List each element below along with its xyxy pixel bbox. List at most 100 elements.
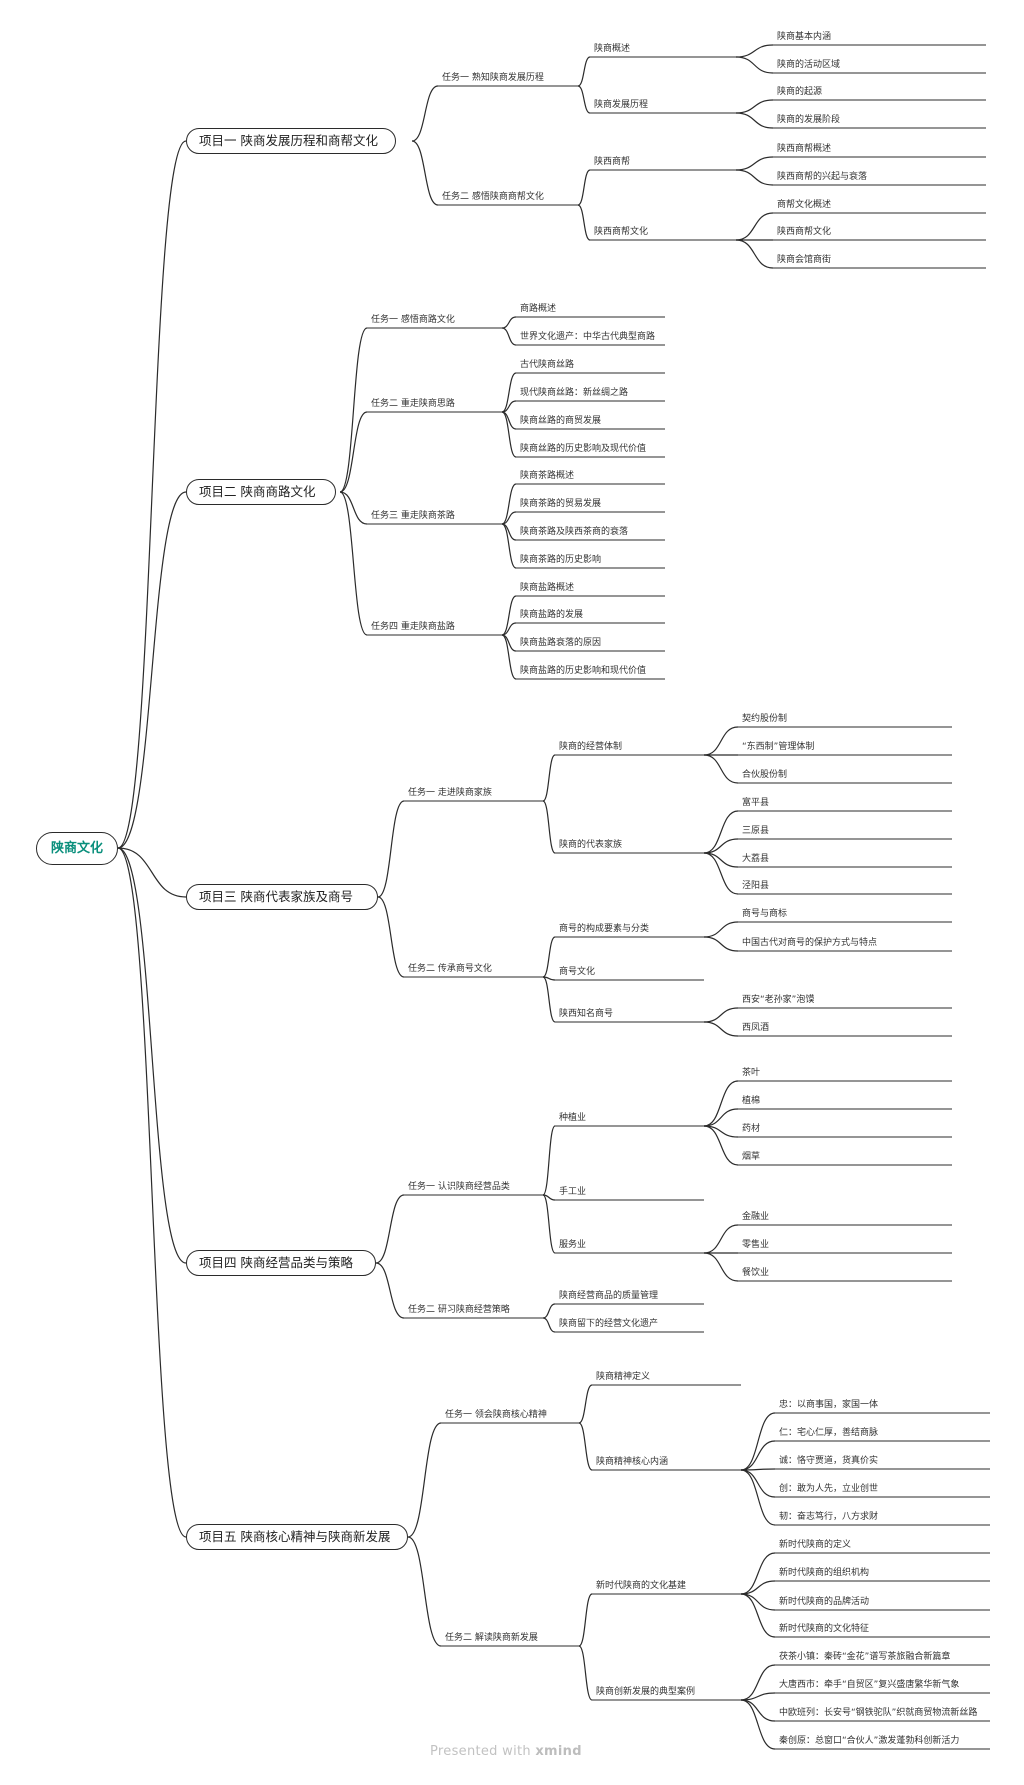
item-topic[interactable]: 陕商茶路及陕西茶商的衰落: [520, 527, 629, 537]
item-topic[interactable]: 服务业: [559, 1240, 587, 1250]
item-topic[interactable]: 种植业: [559, 1113, 587, 1123]
subitem-topic[interactable]: 忠：以商事国，家国一体: [779, 1400, 879, 1410]
subitem-topic[interactable]: 仁：宅心仁厚，善结商脉: [779, 1428, 879, 1438]
item-topic[interactable]: 陕西商帮: [594, 157, 631, 167]
subitem-topic[interactable]: 陕商的发展阶段: [777, 115, 841, 125]
subitem-topic[interactable]: 商帮文化概述: [777, 200, 832, 210]
item-topic[interactable]: 陕商丝路的历史影响及现代价值: [520, 444, 647, 454]
item-topic[interactable]: 陕商发展历程: [594, 100, 649, 110]
subitem-topic[interactable]: 大荔县: [742, 854, 770, 864]
item-topic[interactable]: 陕商的代表家族: [559, 840, 623, 850]
subitem-topic[interactable]: 中国古代对商号的保护方式与特点: [742, 938, 878, 948]
subitem-topic[interactable]: 中欧班列：长安号“钢铁驼队”织就商贸物流新丝路: [779, 1708, 978, 1718]
item-topic[interactable]: 陕商茶路的贸易发展: [520, 499, 602, 509]
item-topic[interactable]: 世界文化遗产：中华古代典型商路: [520, 332, 656, 342]
item-topic[interactable]: 陕商丝路的商贸发展: [520, 416, 602, 426]
subitem-topic[interactable]: 茯茶小镇：秦砖“金花”谱写茶旅融合新篇章: [779, 1652, 951, 1662]
task-to-item-connector: [501, 622, 517, 636]
subitem-topic[interactable]: 西凤酒: [742, 1023, 770, 1033]
task-to-item-connector: [542, 754, 556, 802]
item-topic[interactable]: 手工业: [559, 1187, 587, 1197]
subitem-topic[interactable]: 陕西商帮概述: [777, 144, 832, 154]
item-topic[interactable]: 陕商精神定义: [596, 1372, 651, 1382]
item-topic[interactable]: 陕商创新发展的典型案例: [596, 1687, 696, 1697]
project-1-topic[interactable]: 项目一 陕商发展历程和商帮文化: [186, 128, 396, 154]
subitem-topic[interactable]: 新时代陕商的组织机构: [779, 1568, 870, 1578]
item-topic[interactable]: 陕西商帮文化: [594, 227, 649, 237]
subitem-topic[interactable]: 餐饮业: [742, 1268, 770, 1278]
task-to-item-connector: [501, 372, 517, 413]
task-topic[interactable]: 任务三 重走陕商茶路: [371, 511, 455, 521]
subitem-topic[interactable]: 新时代陕商的文化特征: [779, 1624, 870, 1634]
project-5-topic[interactable]: 项目五 陕商核心精神与陕商新发展: [186, 1524, 408, 1550]
subitem-topic[interactable]: 契约股份制: [742, 714, 788, 724]
subitem-topic[interactable]: 新时代陕商的定义: [779, 1540, 852, 1550]
item-topic[interactable]: 陕商茶路概述: [520, 471, 575, 481]
subitem-topic[interactable]: 零售业: [742, 1240, 770, 1250]
item-topic[interactable]: 陕商盐路概述: [520, 583, 575, 593]
root-topic[interactable]: 陕商文化: [36, 832, 118, 865]
subitem-topic[interactable]: 西安“老孙家”泡馍: [742, 995, 815, 1005]
item-to-subitem-connector: [735, 44, 774, 58]
item-topic[interactable]: 陕商经营商品的质量管理: [559, 1291, 659, 1301]
subitem-topic[interactable]: 大唐西市：牵手“自贸区”复兴盛唐繁华新气象: [779, 1680, 960, 1690]
item-topic[interactable]: 商号的构成要素与分类: [559, 924, 650, 934]
item-topic[interactable]: 商路概述: [520, 304, 557, 314]
project-to-task-connector: [375, 1194, 405, 1264]
item-topic[interactable]: 古代陕商丝路: [520, 360, 575, 370]
subitem-topic[interactable]: 茶叶: [742, 1068, 761, 1078]
subitem-topic[interactable]: 陕商的活动区域: [777, 60, 841, 70]
item-topic[interactable]: 陕商概述: [594, 44, 631, 54]
subitem-topic[interactable]: 创：敢为人先，立业创世: [779, 1484, 879, 1494]
task-topic[interactable]: 任务一 认识陕商经营品类: [408, 1182, 510, 1192]
task-topic[interactable]: 任务一 熟知陕商发展历程: [442, 73, 544, 83]
subitem-topic[interactable]: 烟草: [742, 1152, 761, 1162]
subitem-topic[interactable]: 药材: [742, 1124, 761, 1134]
item-topic[interactable]: 陕西知名商号: [559, 1009, 614, 1019]
subitem-topic[interactable]: “东西制”管理体制: [742, 742, 815, 752]
task-topic[interactable]: 任务一 感悟商路文化: [371, 315, 455, 325]
subitem-topic[interactable]: 陕商会馆商街: [777, 255, 832, 265]
item-topic[interactable]: 陕商盐路的发展: [520, 610, 584, 620]
root-to-project-connector: [117, 847, 187, 898]
project-3-topic[interactable]: 项目三 陕商代表家族及商号: [186, 884, 378, 910]
subitem-topic[interactable]: 金融业: [742, 1212, 770, 1222]
item-topic[interactable]: 陕商留下的经营文化遗产: [559, 1319, 659, 1329]
project-4-topic[interactable]: 项目四 陕商经营品类与策略: [186, 1250, 376, 1276]
subitem-topic[interactable]: 商号与商标: [742, 909, 788, 919]
item-topic[interactable]: 陕商盐路的历史影响和现代价值: [520, 666, 647, 676]
task-topic[interactable]: 任务四 重走陕商盐路: [371, 622, 455, 632]
item-topic[interactable]: 新时代陕商的文化基建: [596, 1581, 687, 1591]
subitem-topic[interactable]: 韧：奋志笃行，八方求财: [779, 1512, 879, 1522]
subitem-topic[interactable]: 陕商基本内涵: [777, 32, 832, 42]
item-topic[interactable]: 现代陕商丝路：新丝绸之路: [520, 388, 629, 398]
task-topic[interactable]: 任务二 传承商号文化: [408, 964, 492, 974]
subitem-topic[interactable]: 陕西商帮文化: [777, 227, 832, 237]
item-topic[interactable]: 陕商的经营体制: [559, 742, 623, 752]
item-topic[interactable]: 陕商盐路衰落的原因: [520, 638, 602, 648]
item-topic[interactable]: 陕商茶路的历史影响: [520, 555, 602, 565]
task-topic[interactable]: 任务一 走进陕商家族: [408, 788, 492, 798]
task-topic[interactable]: 任务二 感悟陕商商帮文化: [442, 192, 544, 202]
task-topic[interactable]: 任务二 重走陕商思路: [371, 399, 455, 409]
subitem-topic[interactable]: 新时代陕商的品牌活动: [779, 1597, 870, 1607]
item-topic[interactable]: 陕商精神核心内涵: [596, 1457, 669, 1467]
task-to-item-connector: [577, 85, 591, 114]
task-topic[interactable]: 任务二 解读陕商新发展: [445, 1633, 538, 1643]
task-topic[interactable]: 任务一 领会陕商核心精神: [445, 1410, 547, 1420]
subitem-topic[interactable]: 三原县: [742, 826, 770, 836]
item-to-subitem-connector: [740, 1412, 776, 1471]
subitem-topic[interactable]: 陕商的起源: [777, 87, 823, 97]
subitem-topic[interactable]: 秦创原：总窗口“合伙人”激发蓬勃科创新活力: [779, 1736, 960, 1746]
subitem-topic[interactable]: 富平县: [742, 798, 770, 808]
subitem-topic[interactable]: 植棉: [742, 1096, 761, 1106]
task-to-item-connector: [542, 1317, 556, 1333]
subitem-topic[interactable]: 诚：恪守贾道，货真价实: [779, 1456, 879, 1466]
project-2-topic[interactable]: 项目二 陕商商路文化: [186, 479, 336, 505]
subitem-topic[interactable]: 合伙股份制: [742, 770, 788, 780]
item-topic[interactable]: 商号文化: [559, 967, 596, 977]
subitem-topic[interactable]: 陕西商帮的兴起与衰落: [777, 172, 868, 182]
root-to-project-connector: [117, 140, 187, 849]
task-topic[interactable]: 任务二 研习陕商经营策略: [408, 1305, 510, 1315]
subitem-topic[interactable]: 泾阳县: [742, 881, 770, 891]
